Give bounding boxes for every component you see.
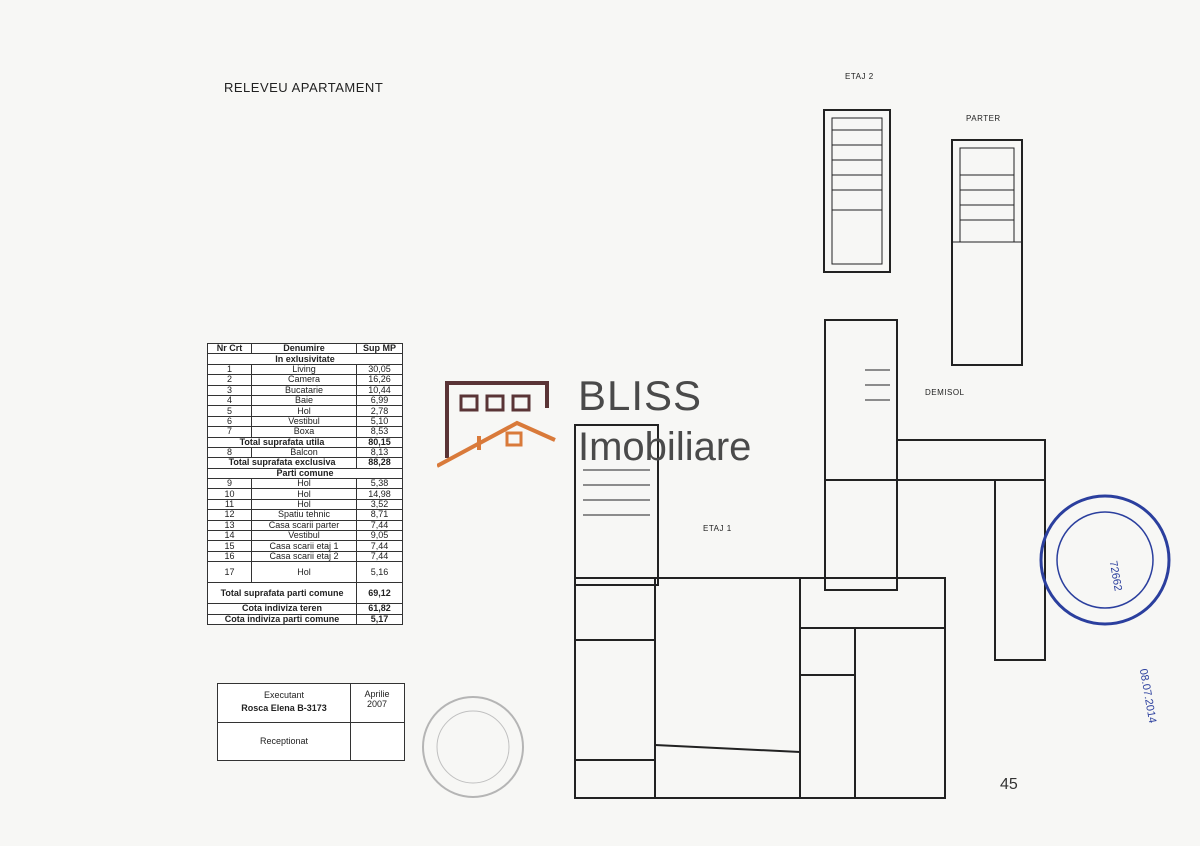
floor-label-parter: PARTER <box>966 114 1001 123</box>
executant-year: 2007 <box>366 699 388 709</box>
executant-label: Executant <box>263 690 305 700</box>
stair-parter-outline <box>951 139 1023 366</box>
demisol-corridor-outline <box>994 479 1046 661</box>
floor-label-demisol: DEMISOL <box>925 388 965 397</box>
document-title: RELEVEU APARTAMENT <box>224 80 384 95</box>
etaj1-apartment-outline <box>574 577 946 799</box>
floor-label-etaj1: ETAJ 1 <box>703 524 732 533</box>
floor-label-etaj2: ETAJ 2 <box>845 72 874 81</box>
stair-etaj2-outline <box>823 109 891 273</box>
demisol-room-outline <box>824 319 898 591</box>
etaj1-stair-outline <box>574 424 659 586</box>
logo-text-imobiliare: Imobiliare <box>578 425 752 469</box>
executant-name: Rosca Elena B-3173 <box>241 703 327 713</box>
area-table: Nr Crt Denumire Sup MP In exlusivitate 1… <box>206 342 403 626</box>
receptionat-label: Receptionat <box>218 723 351 760</box>
gray-seal-icon <box>422 696 524 798</box>
executant-box: Executant Rosca Elena B-3173 Aprilie 200… <box>217 683 405 761</box>
executant-month: Aprilie <box>364 689 390 699</box>
logo-text-bliss: BLISS <box>578 372 703 419</box>
page-number: 45 <box>1000 776 1018 793</box>
bliss-logo-icon <box>437 381 556 468</box>
blue-stamp-icon <box>1039 494 1171 626</box>
